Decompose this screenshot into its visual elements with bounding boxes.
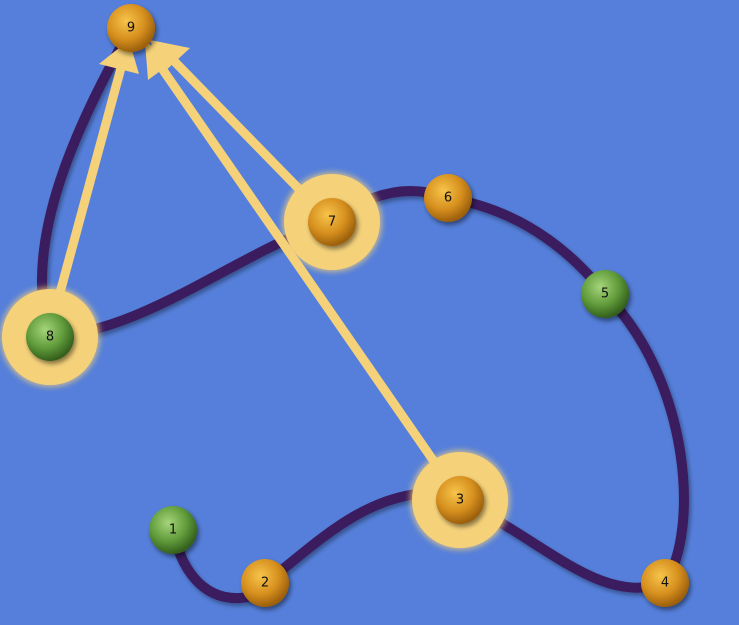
- node-5[interactable]: 5: [581, 270, 629, 318]
- node-3-label: 3: [456, 493, 464, 508]
- node-4[interactable]: 4: [641, 559, 689, 607]
- node-6-disc: [424, 174, 472, 222]
- path-segment-5-6: [443, 193, 610, 299]
- node-1-disc: [149, 506, 197, 554]
- node-9-disc: [107, 4, 155, 52]
- node-7[interactable]: 7: [308, 198, 356, 246]
- node-path: [37, 23, 689, 604]
- nodes-layer: 1 2 3 4 5 6 7 8 9: [26, 4, 689, 607]
- arrow-3-to-9: [158, 65, 440, 468]
- node-5-label: 5: [601, 287, 609, 302]
- node-3[interactable]: 3: [436, 476, 484, 524]
- arrow-layer: [53, 40, 440, 468]
- node-9[interactable]: 9: [107, 4, 155, 52]
- node-5-disc: [581, 270, 629, 318]
- arrow-7-to-9: [170, 57, 303, 193]
- node-6[interactable]: 6: [424, 174, 472, 222]
- node-7-disc: [308, 198, 356, 246]
- arrow-8-to-9: [53, 63, 126, 305]
- node-2[interactable]: 2: [241, 559, 289, 607]
- node-9-label: 9: [127, 21, 135, 36]
- node-4-label: 4: [661, 576, 669, 591]
- node-6-label: 6: [444, 191, 452, 206]
- node-8-label: 8: [46, 330, 54, 345]
- node-4-disc: [641, 559, 689, 607]
- node-2-disc: [241, 559, 289, 607]
- node-7-label: 7: [328, 215, 336, 230]
- arrow-head-3-to-9: [145, 42, 178, 80]
- node-2-label: 2: [261, 576, 269, 591]
- node-1[interactable]: 1: [149, 506, 197, 554]
- node-8[interactable]: 8: [26, 313, 74, 361]
- node-1-label: 1: [169, 523, 177, 538]
- node-8-disc: [26, 313, 74, 361]
- node-3-disc: [436, 476, 484, 524]
- path-segment-4-5: [600, 289, 689, 588]
